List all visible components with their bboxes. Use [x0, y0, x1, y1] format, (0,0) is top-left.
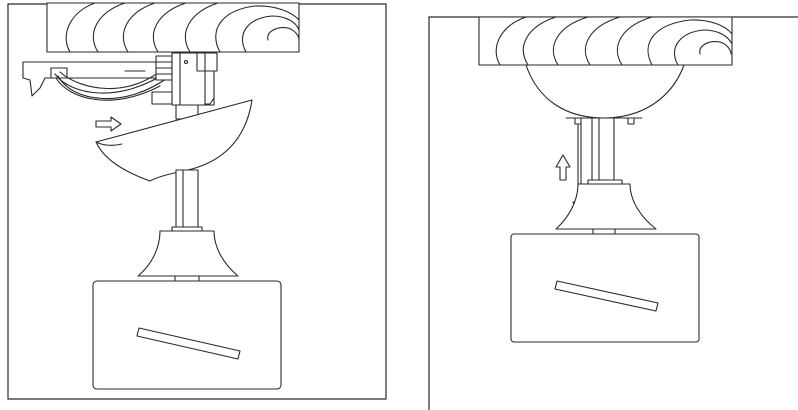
motor-housing-right [510, 233, 700, 343]
downrod-right [591, 117, 615, 183]
canopy-dome [525, 64, 685, 125]
arrow-right-icon [95, 116, 122, 132]
ceiling-wood-block [46, 2, 300, 53]
motor-housing [92, 280, 282, 390]
wire-bundle [54, 55, 173, 101]
motor-collar-right [555, 179, 657, 235]
right-panel [428, 16, 798, 410]
arrow-up-icon [555, 154, 571, 181]
motor-collar [137, 226, 239, 282]
blade-bracket-right [554, 280, 659, 312]
downrod [175, 169, 199, 231]
ceiling-wood-block-right [478, 16, 733, 66]
blade-bracket [136, 327, 241, 360]
hanger-bracket [151, 52, 218, 106]
left-panel [7, 2, 387, 400]
canopy-cover [95, 99, 253, 182]
